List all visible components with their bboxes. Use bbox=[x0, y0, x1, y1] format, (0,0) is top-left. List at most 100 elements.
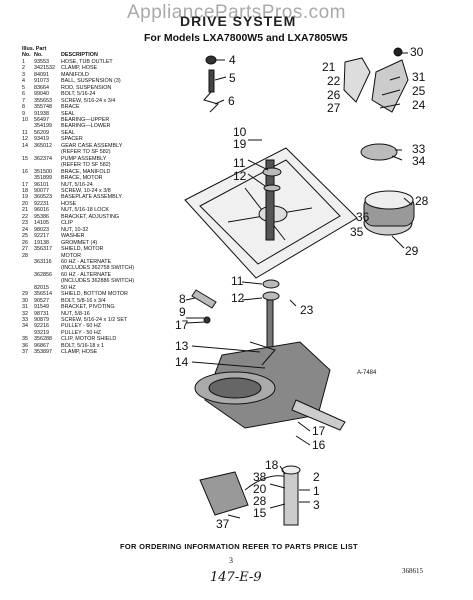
parts-row: (INCLUDES 362886 SWITCH) bbox=[22, 278, 192, 284]
row-description: CLIP bbox=[61, 220, 73, 227]
pivoting-bracket bbox=[371, 59, 409, 113]
row-description: HOSE, TUB OUTLET bbox=[61, 58, 113, 65]
row-part-no: 91938 bbox=[34, 110, 49, 117]
row-illus-no: 32 bbox=[22, 310, 28, 317]
row-part-no: 99040 bbox=[34, 91, 49, 98]
callout-22: 22 bbox=[327, 74, 341, 88]
parts-row: (REFER TO SF 582) bbox=[22, 149, 192, 155]
callout-27: 27 bbox=[327, 101, 341, 115]
callout-31: 31 bbox=[412, 70, 426, 84]
parts-list-header-top: Illus. Part bbox=[22, 46, 192, 52]
callout-34: 34 bbox=[412, 154, 426, 168]
motor-top bbox=[364, 190, 414, 210]
callout-19: 19 bbox=[233, 137, 247, 151]
row-description: BRACKET, ADJUSTING bbox=[61, 213, 120, 220]
adjusting-bracket bbox=[343, 57, 371, 103]
callout-5: 5 bbox=[229, 71, 236, 85]
row-description: SPACER bbox=[61, 136, 83, 143]
row-part-no: 98023 bbox=[34, 226, 49, 233]
row-illus-no: 1 bbox=[22, 58, 25, 65]
row-part-no: 98731 bbox=[34, 310, 49, 317]
callout-25: 25 bbox=[412, 84, 426, 98]
parts-row: 93219 PULLEY - 50 HZ bbox=[22, 330, 192, 336]
row-description: 50 HZ bbox=[61, 284, 76, 291]
callout-17: 17 bbox=[175, 318, 189, 332]
manifold bbox=[283, 469, 299, 526]
document-code: 368615 bbox=[402, 567, 423, 575]
callout-3: 3 bbox=[313, 498, 320, 512]
suspension-ball bbox=[205, 55, 217, 65]
row-illus-no: 35 bbox=[22, 336, 28, 343]
row-description: BRACKET, PIVOTING bbox=[61, 304, 115, 311]
row-description: (INCLUDES 362758 SWITCH) bbox=[61, 265, 135, 272]
row-illus-no: 19 bbox=[22, 194, 28, 201]
row-description: BEARING—UPPER bbox=[61, 116, 110, 123]
baseplate-inner bbox=[199, 159, 341, 265]
row-illus-no: 3 bbox=[22, 71, 25, 78]
row-description: PUMP ASSEMBLY bbox=[61, 155, 107, 162]
row-part-no: 19138 bbox=[34, 239, 49, 246]
row-description: HOSE bbox=[61, 200, 77, 207]
row-description: (REFER TO SF 582) bbox=[61, 162, 111, 169]
row-part-no: 356317 bbox=[34, 246, 52, 253]
row-illus-no: 23 bbox=[22, 220, 28, 227]
callout-18: 18 bbox=[265, 458, 279, 472]
illus-header: Illus. Part bbox=[22, 46, 47, 52]
row-description: MANIFOLD bbox=[61, 71, 89, 78]
row-part-no: 93219 bbox=[34, 329, 49, 336]
callout-13: 13 bbox=[175, 339, 189, 353]
drive-belt bbox=[249, 341, 276, 366]
page-title: DRIVE SYSTEM bbox=[180, 13, 297, 29]
row-part-no: 90077 bbox=[34, 187, 49, 194]
row-illus-no: 7 bbox=[22, 97, 25, 104]
row-description: NUT, 10-32 bbox=[61, 226, 89, 233]
callout-12b: 12 bbox=[231, 291, 245, 305]
callout-11: 11 bbox=[233, 156, 246, 170]
no-header: No. bbox=[22, 52, 31, 59]
callout-23: 23 bbox=[300, 303, 314, 317]
suspension-rod-link bbox=[203, 91, 219, 113]
row-illus-no: 5 bbox=[22, 84, 25, 91]
row-part-no: 56209 bbox=[34, 129, 49, 136]
row-illus-no: 20 bbox=[22, 200, 28, 207]
row-description: (INCLUDES 362886 SWITCH) bbox=[61, 278, 135, 285]
row-description: CLAMP, HOSE bbox=[61, 349, 98, 356]
brace bbox=[191, 289, 217, 309]
row-description: GEAR CASE ASSEMBLY bbox=[61, 142, 123, 149]
handwritten-annotation: 147-E-9 bbox=[210, 570, 262, 585]
row-description: BOLT, 5/16-24 bbox=[61, 91, 96, 98]
row-part-no: 353897 bbox=[34, 349, 52, 356]
callout-2: 2 bbox=[313, 470, 320, 484]
row-part-no: 365012 bbox=[34, 142, 52, 149]
row-description: WASHER bbox=[61, 233, 85, 240]
row-illus-no: 6 bbox=[22, 91, 25, 98]
row-description: PULLEY - 50 HZ bbox=[61, 329, 102, 336]
row-description: NUT, 5/8-16 bbox=[61, 310, 90, 317]
row-part-no: 351500 bbox=[34, 168, 52, 175]
row-description: BALL, SUSPENSION (3) bbox=[61, 78, 121, 85]
callout-15: 15 bbox=[253, 506, 267, 520]
row-illus-no: 17 bbox=[22, 181, 28, 188]
row-illus-no: 14 bbox=[22, 142, 28, 149]
row-illus-no: 2 bbox=[22, 65, 25, 72]
callout-21: 21 bbox=[322, 60, 336, 74]
row-illus-no: 25 bbox=[22, 233, 28, 240]
row-description: CLAMP, HOSE bbox=[61, 65, 98, 72]
row-description: NUT, 5/16-18 LOCK bbox=[61, 207, 109, 214]
